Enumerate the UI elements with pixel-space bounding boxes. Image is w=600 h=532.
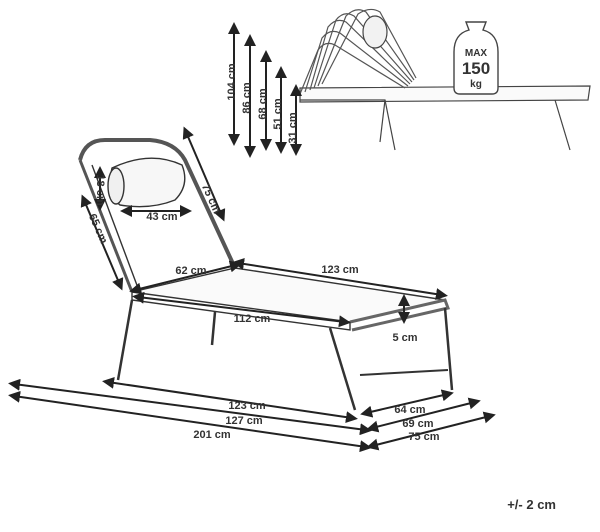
height-68-label: 68 cm: [257, 88, 269, 119]
dim-inner-length: 127 cm: [225, 415, 263, 427]
dim-frame-length: 123 cm: [228, 400, 266, 412]
dim-mattress-length: 112 cm: [234, 313, 271, 325]
tolerance-note: +/- 2 cm: [507, 497, 556, 512]
recline-positions-sketch: [299, 8, 591, 151]
lounger-drawing: [78, 138, 454, 411]
max-weight-badge: MAX 150 kg: [453, 21, 499, 95]
dim-width-inner: 64 cm: [394, 404, 425, 416]
dim-backrest-width: 62 cm: [175, 265, 206, 277]
height-86-label: 86 cm: [241, 82, 253, 113]
dim-width-total: 75 cm: [408, 431, 439, 443]
badge-line3: kg: [470, 79, 482, 90]
dim-seat-length: 123 cm: [321, 264, 359, 276]
height-31-label: 31 cm: [287, 112, 299, 143]
dimension-lines: [8, 126, 496, 453]
dim-pillow-width: 43 cm: [146, 211, 177, 223]
height-104-label: 104 cm: [226, 63, 238, 101]
dim-pillow-depth: 18 cm: [94, 174, 106, 205]
badge-line1: MAX: [465, 48, 488, 59]
height-51-label: 51 cm: [272, 98, 284, 129]
dim-width-mid: 69 cm: [402, 418, 433, 430]
height-indicators: [228, 22, 302, 158]
dim-mattress-thickness: 5 cm: [392, 332, 417, 344]
dim-total-length: 201 cm: [193, 429, 231, 441]
badge-line2: 150: [462, 59, 490, 78]
